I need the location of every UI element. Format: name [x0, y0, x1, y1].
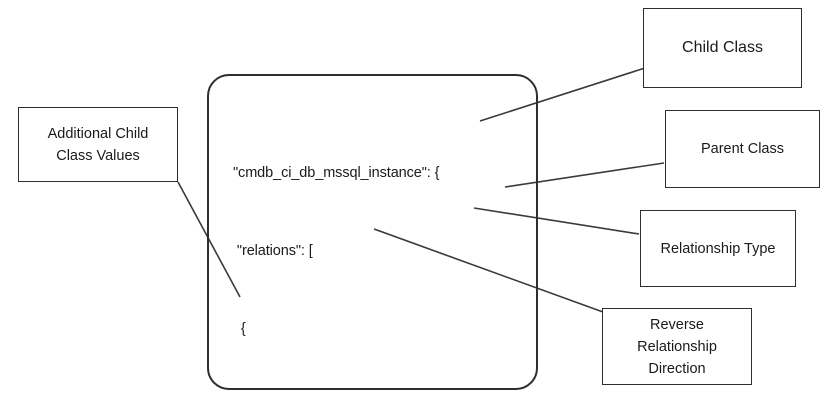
callout-reverse-relationship-direction: Reverse Relationship Direction — [602, 308, 752, 385]
json-line: "cmdb_ci_db_mssql_instance": { — [233, 165, 440, 181]
callout-label: Reverse — [650, 316, 704, 333]
callout-label: Direction — [648, 360, 706, 377]
json-code-block: "cmdb_ci_db_mssql_instance": { "relation… — [233, 108, 533, 400]
callout-relationship-type: Relationship Type — [640, 210, 796, 287]
callout-label: Relationship — [637, 338, 717, 355]
callout-label: Class Values — [56, 147, 140, 164]
callout-label: Parent Class — [700, 141, 784, 157]
callout-label: Additional Child — [47, 125, 149, 142]
json-line: "parent": "cmdb_ci_win_server", — [233, 394, 533, 400]
callout-label: Relationship Type — [660, 240, 776, 257]
json-line: { — [233, 321, 246, 337]
json-container — [207, 74, 538, 390]
callout-additional-child-class-values: Additional Child Class Values — [18, 107, 178, 182]
callout-parent-class: Parent Class — [665, 110, 820, 188]
json-line: "relations": [ — [233, 243, 313, 259]
callout-label: Child Class — [682, 39, 763, 56]
callout-child-class: Child Class — [643, 8, 802, 88]
